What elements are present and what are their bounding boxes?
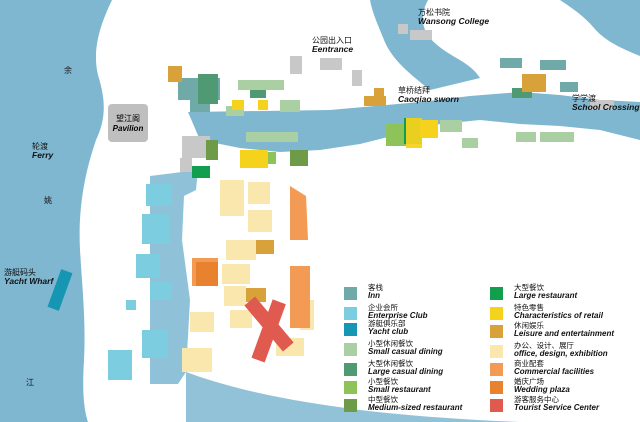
block-leisure xyxy=(522,74,546,92)
grey-building xyxy=(410,30,432,40)
block-small-casual-dining xyxy=(540,132,574,142)
legend-swatch xyxy=(490,399,503,412)
block-enterprise-club xyxy=(146,184,172,206)
block-retail xyxy=(240,150,268,168)
grey-building xyxy=(398,24,408,34)
block-enterprise-club xyxy=(150,282,172,300)
block-yacht-club xyxy=(47,269,73,311)
legend-swatch xyxy=(490,307,503,320)
block-enterprise-club xyxy=(136,254,160,278)
block-leisure xyxy=(246,288,266,302)
legend-swatch xyxy=(344,343,357,356)
block-office xyxy=(230,310,252,328)
block-office xyxy=(190,312,214,332)
block-commercial xyxy=(290,186,308,240)
grey-building xyxy=(590,100,614,110)
block-enterprise-club xyxy=(126,300,136,310)
legend-swatch xyxy=(490,325,503,338)
legend-swatch xyxy=(344,381,357,394)
block-large-casual-dining xyxy=(512,88,532,98)
label-entrance: 公园出入口 Eentrance xyxy=(312,36,354,55)
block-small-casual-dining xyxy=(226,106,244,116)
block-tourist-center xyxy=(244,296,294,363)
legend-swatch xyxy=(344,399,357,412)
block-commercial xyxy=(290,266,310,328)
label-ferry: 轮渡 Ferry xyxy=(32,142,54,161)
label-school-crossing: 学学渡 School Crossing xyxy=(572,94,640,113)
block-office xyxy=(224,286,246,306)
legend-swatch xyxy=(490,287,503,300)
block-retail xyxy=(420,120,438,138)
block-leisure xyxy=(364,96,386,106)
label-yacht-wharf: 游艇码头 Yacht Wharf xyxy=(4,268,54,287)
block-small-casual-dining xyxy=(462,138,478,148)
grey-building xyxy=(352,70,362,86)
block-office xyxy=(222,264,250,284)
legend-swatch xyxy=(490,363,503,376)
block-retail xyxy=(406,118,422,148)
block-office xyxy=(248,182,270,204)
grey-building xyxy=(180,158,192,172)
block-small-casual-dining xyxy=(440,120,462,132)
block-office xyxy=(220,180,244,216)
block-inn xyxy=(540,60,566,70)
label-wansong-college: 万松书院 Wansong College xyxy=(418,8,490,27)
block-leisure xyxy=(374,88,384,98)
block-small-casual-dining xyxy=(238,80,284,90)
grey-building xyxy=(320,58,342,70)
river-label-char: 余 xyxy=(64,66,72,75)
block-office xyxy=(226,240,256,260)
legend-swatch xyxy=(344,323,357,336)
block-inn xyxy=(500,58,522,68)
top-inlet xyxy=(370,0,480,90)
river-label-char: 姚 xyxy=(44,196,52,205)
block-leisure xyxy=(256,240,274,254)
block-small-casual-dining xyxy=(516,132,536,142)
block-enterprise-club xyxy=(142,330,168,358)
block-small-casual-dining xyxy=(280,100,300,112)
block-inn xyxy=(560,82,578,92)
legend-swatch xyxy=(344,363,357,376)
block-enterprise-club xyxy=(142,214,170,244)
block-retail xyxy=(232,100,244,110)
block-medium-restaurant xyxy=(206,140,218,160)
lower-stream xyxy=(186,372,520,422)
pavilion-building: 望江阁 Pavilion xyxy=(108,104,148,142)
river-label-char: 江 xyxy=(26,378,34,387)
block-leisure xyxy=(168,66,182,82)
block-office xyxy=(248,210,272,232)
block-wedding xyxy=(196,262,218,286)
legend-swatch xyxy=(344,307,357,320)
block-enterprise-club xyxy=(108,350,132,380)
legend-swatch xyxy=(490,345,503,358)
block-small-casual-dining xyxy=(246,132,298,142)
block-office xyxy=(182,348,212,372)
legend-swatch xyxy=(344,287,357,300)
block-small-restaurant xyxy=(386,124,406,146)
grey-building xyxy=(290,56,302,74)
legend-swatch xyxy=(490,381,503,394)
river xyxy=(0,0,112,422)
block-retail xyxy=(258,100,268,110)
block-medium-restaurant xyxy=(290,150,308,166)
right-water xyxy=(560,0,640,56)
label-caoqiao-sworn: 草桥结拜 Caoqiao sworn xyxy=(398,86,459,105)
grey-building xyxy=(182,136,210,158)
block-large-casual-dining xyxy=(198,74,218,104)
block-large-restaurant xyxy=(192,166,210,178)
